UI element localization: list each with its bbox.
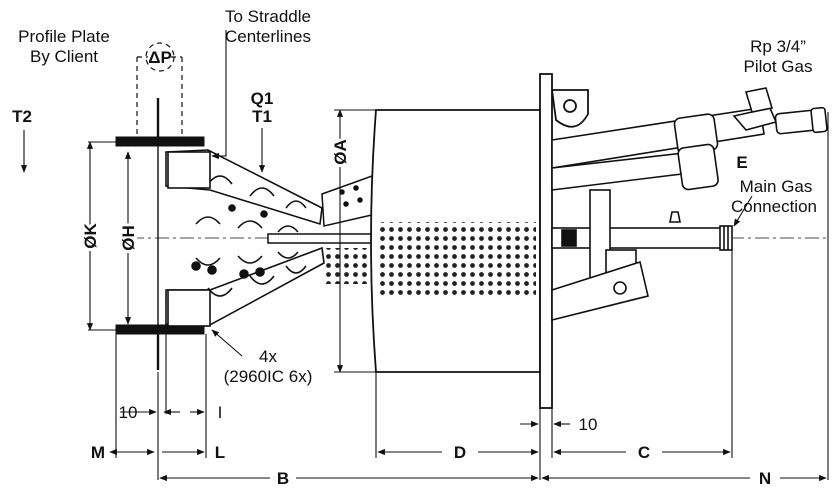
burner-cone: [130, 149, 830, 327]
t2-label: T2: [12, 107, 32, 126]
main-gas-pipe: [551, 189, 733, 322]
dim-k-label: ØK: [81, 223, 100, 249]
t1-label: T1: [252, 107, 272, 126]
profile-plate-label-1: Profile Plate: [18, 27, 110, 46]
profile-plate-label-2: By Client: [30, 47, 98, 66]
dim-10-left-label: 10: [119, 403, 138, 422]
dim-a-label: ØA: [331, 139, 350, 165]
pilot-gas-label-1: Rp 3/4”: [750, 37, 806, 56]
dim-d-label: D: [454, 443, 466, 462]
e-label: E: [736, 153, 747, 172]
dim-c-label: C: [638, 443, 650, 462]
main-gas-label-2: Connection: [731, 197, 817, 216]
dimension-lines: [20, 30, 829, 482]
delta-p-label: ΔP: [148, 48, 172, 67]
dim-h-label: ØH: [119, 225, 138, 251]
dim-n-label: N: [759, 469, 771, 488]
mounting-flange: [539, 73, 589, 409]
to-straddle-label-1: To Straddle: [225, 7, 311, 26]
burner-body: [322, 109, 541, 373]
to-straddle-label-2: Centerlines: [225, 27, 311, 46]
delta-p-taps: [136, 42, 183, 137]
pilot-nozzle: [267, 174, 377, 244]
pilot-gas-train: [551, 87, 828, 191]
labels: Profile Plate By Client To Straddle Cent…: [12, 7, 817, 488]
dim-m-label: M: [91, 443, 105, 462]
main-gas-label-1: Main Gas: [740, 177, 813, 196]
dim-b-label: B: [277, 469, 289, 488]
dim-l-label: L: [215, 443, 225, 462]
count-label-2: (2960IC 6x): [224, 367, 313, 386]
dim-10-right-label: 10: [579, 415, 598, 434]
dim-i-label: I: [218, 403, 223, 422]
pilot-gas-label-2: Pilot Gas: [744, 57, 813, 76]
q1-label: Q1: [251, 89, 274, 108]
count-label-1: 4x: [259, 347, 277, 366]
